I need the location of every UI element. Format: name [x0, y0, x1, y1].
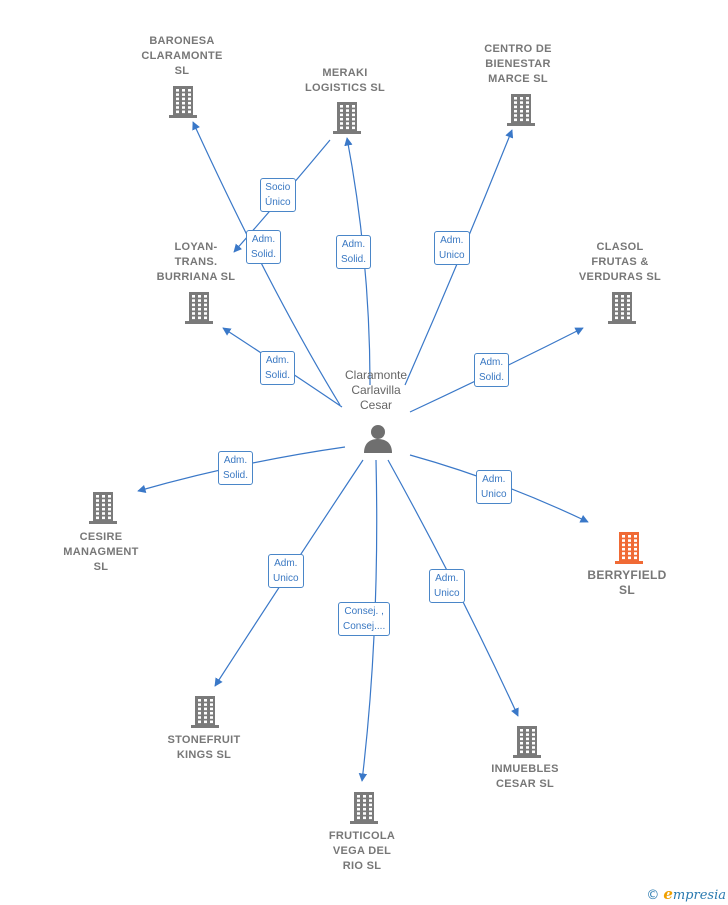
- building-icon: [349, 790, 379, 829]
- brand-initial: e: [663, 885, 673, 903]
- node-label: CENTRO DE BIENESTAR MARCE SL: [484, 43, 552, 85]
- building-icon: [168, 84, 198, 123]
- edge-label-inmuebles[interactable]: Adm. Unico: [429, 569, 465, 603]
- building-icon: [190, 694, 220, 733]
- node-label: MERAKI LOGISTICS SL: [305, 67, 385, 94]
- building-icon: [614, 530, 644, 569]
- edge-line-baronesa: [192, 121, 341, 406]
- edge-label-clasol[interactable]: Adm. Solid.: [474, 353, 510, 387]
- building-icon: [506, 92, 536, 131]
- center-person-label: Claramonte Carlavilla Cesar: [344, 368, 408, 412]
- edge-label-fruticola[interactable]: Consej. , Consej....: [338, 602, 391, 636]
- edge-label-centro[interactable]: Adm. Unico: [434, 231, 470, 265]
- edge-label-loyan[interactable]: Adm. Solid.: [260, 351, 296, 385]
- edge-label-meraki-loyan[interactable]: Socio Único: [260, 178, 296, 212]
- building-icon: [607, 290, 637, 329]
- node-label: CLASOL FRUTAS & VERDURAS SL: [578, 241, 662, 283]
- edge-label-cesire[interactable]: Adm. Solid.: [218, 451, 254, 485]
- node-label: LOYAN- TRANS. BURRIANA SL: [156, 241, 236, 283]
- building-icon: [512, 724, 542, 763]
- edge-label-stonefruit[interactable]: Adm. Unico: [268, 554, 304, 588]
- node-label: FRUTICOLA VEGA DEL RIO SL: [328, 830, 396, 872]
- person-icon: [362, 423, 394, 458]
- building-icon: [332, 100, 362, 139]
- brand-name: mpresia: [672, 888, 726, 903]
- copyright-symbol: ©: [646, 888, 660, 903]
- node-label: INMUEBLES CESAR SL: [491, 763, 559, 790]
- footer-brand: ©empresia: [646, 885, 726, 903]
- edge-label-baronesa[interactable]: Adm. Solid.: [246, 230, 282, 264]
- node-label: BERRYFIELD SL: [587, 568, 667, 597]
- edge-label-meraki[interactable]: Adm. Solid.: [336, 235, 372, 269]
- building-icon: [184, 290, 214, 329]
- building-icon: [88, 490, 118, 529]
- node-label: CESIRE MANAGMENT SL: [63, 531, 139, 573]
- edge-label-berryfield[interactable]: Adm. Unico: [476, 470, 512, 504]
- node-label: STONEFRUIT KINGS SL: [167, 734, 241, 761]
- node-label: BARONESA CLARAMONTE SL: [141, 35, 223, 77]
